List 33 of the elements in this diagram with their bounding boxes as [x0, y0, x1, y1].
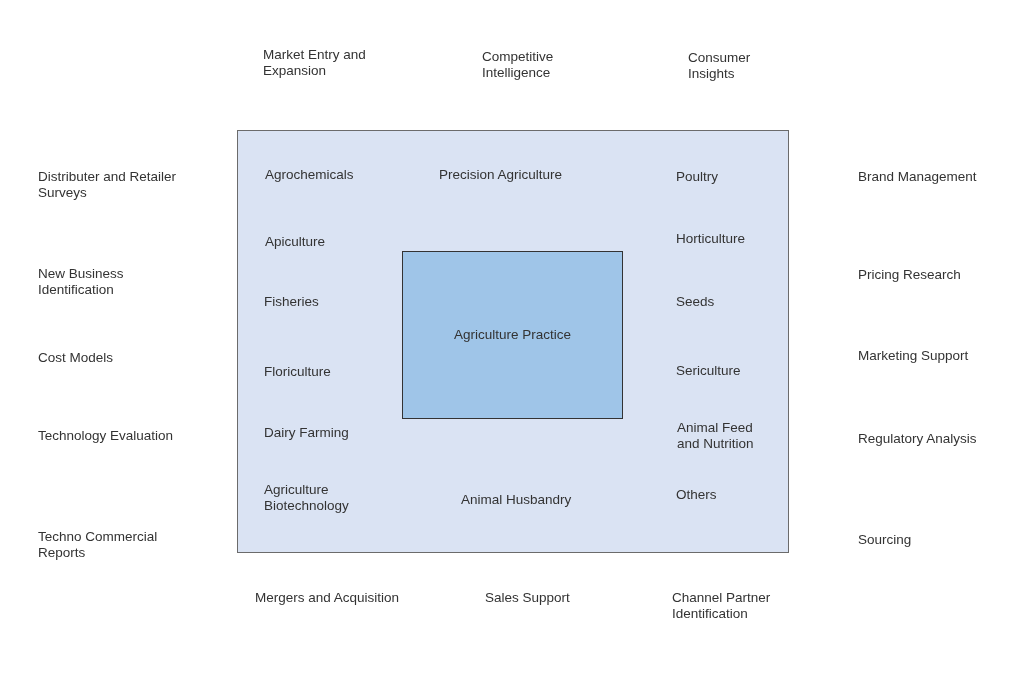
heading-label: Agriculture Practice: [453, 327, 571, 343]
segment-label: Precision Agriculture: [439, 167, 563, 183]
segment-label: Sericulture: [676, 363, 741, 379]
segment-label: Animal Husbandry: [461, 492, 572, 508]
service-label: Sourcing: [858, 532, 912, 548]
segment-label: Poultry: [676, 169, 719, 185]
segment-label: Dairy Farming: [264, 425, 349, 441]
service-label: Techno Commercial Reports: [38, 529, 159, 561]
category-panel: [237, 130, 789, 553]
service-label: Marketing Support: [858, 348, 969, 364]
segment-label: Agrochemicals: [265, 167, 354, 183]
service-label: Technology Evaluation: [38, 428, 174, 444]
segment-label: Horticulture: [676, 231, 746, 247]
service-label: Cost Models: [38, 350, 114, 366]
service-label: Channel Partner Identification: [672, 590, 772, 622]
segment-label: Animal Feed and Nutrition: [677, 420, 755, 452]
service-label: Sales Support: [485, 590, 570, 606]
center-box: [402, 251, 623, 419]
segment-label: Agriculture Biotechnology: [264, 482, 350, 514]
service-label: Consumer Insights: [688, 50, 752, 82]
service-label: Market Entry and Expansion: [263, 47, 367, 79]
service-label: Regulatory Analysis: [858, 431, 977, 447]
service-label: Pricing Research: [858, 267, 961, 283]
segment-label: Floriculture: [264, 364, 331, 380]
segment-label: Apiculture: [265, 234, 326, 250]
segment-label: Seeds: [676, 294, 715, 310]
service-label: New Business Identification: [38, 266, 125, 298]
segment-label: Fisheries: [264, 294, 319, 310]
service-label: Competitive Intelligence: [482, 49, 555, 81]
segment-label: Others: [676, 487, 717, 503]
service-label: Brand Management: [858, 169, 977, 185]
service-label: Distributer and Retailer Surveys: [38, 169, 178, 201]
service-label: Mergers and Acquisition: [255, 590, 400, 606]
